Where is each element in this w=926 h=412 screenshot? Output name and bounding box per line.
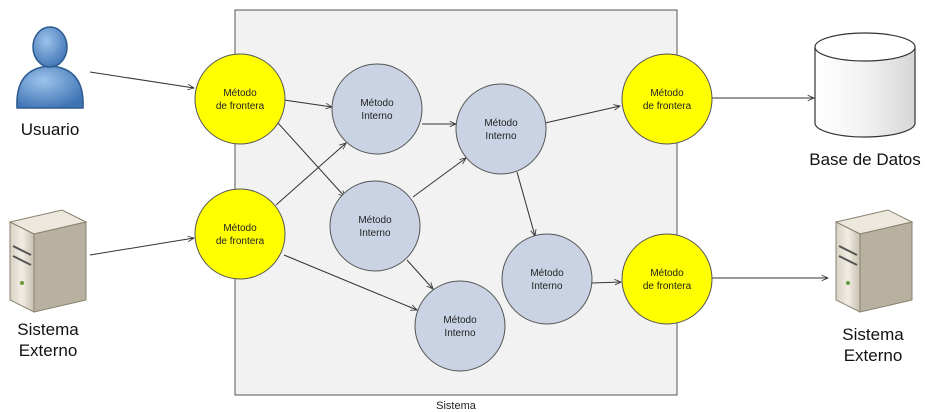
server-icon-left [8, 209, 88, 313]
boundary-method-2: Método de frontera [194, 188, 286, 280]
internal-method-4-line2: Interno [444, 328, 476, 339]
boundary-method-3-line2: de frontera [643, 101, 692, 112]
user-icon [16, 26, 84, 109]
arrow-b2-to-i1 [275, 143, 346, 206]
boundary-method-2-line1: Método [223, 223, 257, 234]
internal-method-2-line1: Método [358, 215, 392, 226]
internal-method-5: Método Interno [501, 233, 593, 325]
database-label: Base de Datos [809, 150, 921, 169]
system-label: Sistema [436, 400, 477, 412]
arrow-b1-to-i2 [277, 122, 345, 197]
boundary-method-4-line2: de frontera [643, 281, 692, 292]
boundary-method-4: Método de frontera [621, 233, 713, 325]
internal-method-1-line1: Método [360, 98, 394, 109]
boundary-method-3-line1: Método [650, 88, 684, 99]
arrow-b1-to-i1 [283, 99, 332, 107]
internal-method-3-line2: Interno [485, 131, 517, 142]
internal-method-4-line1: Método [443, 315, 477, 326]
internal-method-3: Método Interno [455, 83, 547, 175]
internal-method-4: Método Interno [414, 280, 506, 372]
boundary-method-1-line2: de frontera [216, 101, 265, 112]
boundary-method-1-line1: Método [223, 88, 257, 99]
database-icon [814, 32, 916, 138]
arrow-b2-to-i4 [283, 254, 417, 310]
arrow-i3-to-b3 [544, 106, 620, 124]
internal-method-5-line1: Método [530, 268, 564, 279]
user-label: Usuario [21, 120, 80, 139]
arrow-external-to-boundary2 [89, 238, 194, 256]
external-left-label-line1: Sistema [17, 320, 79, 339]
boundary-method-2-line2: de frontera [216, 236, 265, 247]
internal-method-3-line1: Método [484, 118, 518, 129]
boundary-method-1: Método de frontera [194, 53, 286, 145]
arrow-i5-to-b4 [591, 282, 621, 283]
internal-method-5-line2: Interno [531, 281, 563, 292]
arrow-i2-to-i4 [406, 259, 433, 289]
external-right-label-line2: Externo [844, 346, 903, 365]
connectors [89, 71, 828, 310]
server-icon-right [834, 209, 914, 313]
boundary-method-3: Método de frontera [621, 53, 713, 145]
internal-method-1: Método Interno [331, 63, 423, 155]
internal-method-1-line2: Interno [361, 111, 393, 122]
arrow-i3-to-i5 [516, 171, 535, 236]
external-right-label-line1: Sistema [842, 325, 904, 344]
external-left-label-line2: Externo [19, 341, 78, 360]
arrow-i2-to-i3 [412, 158, 466, 198]
boundary-method-4-line1: Método [650, 268, 684, 279]
internal-method-2-line2: Interno [359, 228, 391, 239]
arrow-user-to-boundary1 [89, 71, 194, 88]
internal-method-2: Método Interno [329, 180, 421, 272]
